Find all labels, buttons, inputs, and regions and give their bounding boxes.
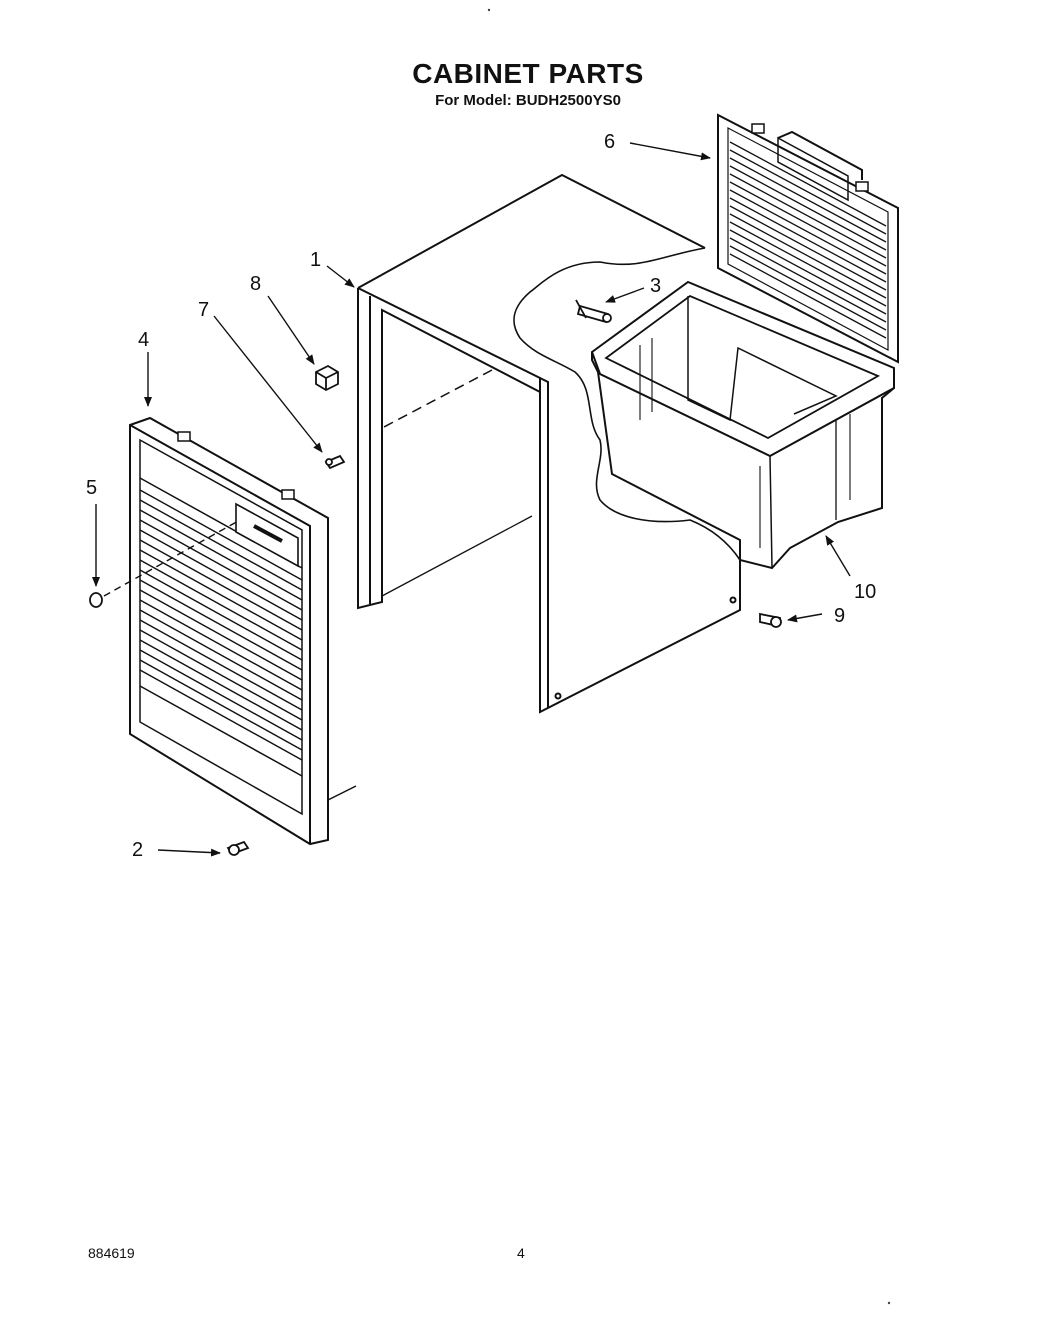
page-number: 4 [517,1245,525,1261]
leader-1 [326,265,355,288]
knob-part-5 [89,592,103,608]
callout-4: 4 [138,329,149,351]
page-title: CABINET PARTS [412,58,644,89]
leader-10 [825,535,851,577]
knob-dashed-leader [103,519,241,597]
screw-part-3 [575,299,612,324]
callout-8: 8 [250,273,261,295]
stray-mark-bottom [887,1301,891,1305]
water-bucket-part [591,280,895,570]
callout-6: 6 [604,131,615,153]
leader-lines [92,142,851,857]
clip-part-8 [315,364,339,392]
callout-10: 10 [854,581,876,603]
callout-5: 5 [86,477,97,499]
leader-2 [157,848,221,857]
screw-part-9 [759,612,782,628]
callout-9: 9 [834,605,845,627]
leader-8 [267,295,315,365]
leader-3 [605,287,645,303]
cabinet-wrapper-part [357,173,741,714]
model-subtitle: For Model: BUDH2500YS0 [435,92,621,109]
leader-9 [787,613,823,623]
callout-3: 3 [650,275,661,297]
callout-7: 7 [198,299,209,321]
callout-2: 2 [132,839,143,861]
front-grille-panel-part [129,416,357,846]
stray-mark-top [487,8,491,12]
leader-6 [629,142,711,161]
document-number: 884619 [88,1245,135,1261]
callout-1: 1 [310,249,321,271]
upper-grille-panel-part [717,113,899,364]
screw-part-7 [324,454,346,470]
leader-7 [213,315,323,453]
screw-part-2 [226,840,250,856]
